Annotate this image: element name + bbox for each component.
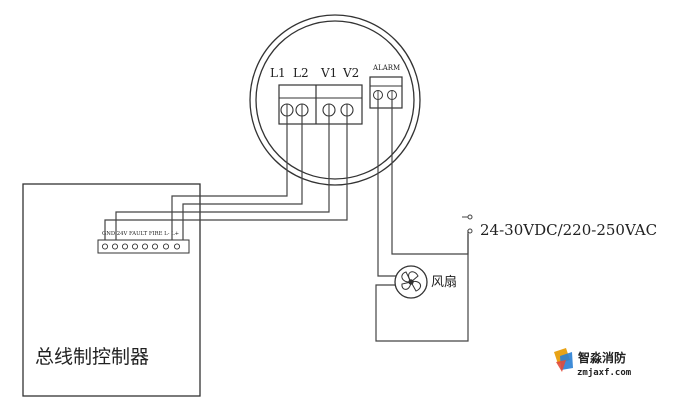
terminal-label-l1: L1 [270, 66, 286, 80]
fan-label: 风扇 [431, 274, 457, 290]
terminal-label-v2: V2 [342, 66, 359, 80]
terminal-label-l2: L2 [293, 66, 309, 80]
alarm-wiring [375, 99, 469, 342]
wire-v1 [115, 116, 330, 240]
power-supply-label: 24-30VDC/220-250VAC [480, 221, 657, 239]
bus-controller: GND 24V FAULT FIRE L- L+ 总线制控制器 [22, 183, 201, 397]
watermark: 智淼消防 zmjaxf.com [554, 348, 632, 378]
detector-terminal-block [278, 84, 363, 125]
power-supply: 24-30VDC/220-250VAC [462, 214, 657, 239]
controller-terminal-labels: GND 24V FAULT FIRE L- L+ [102, 231, 179, 237]
wire-alarm-to-fan [377, 99, 396, 277]
watermark-url: zmjaxf.com [577, 367, 632, 378]
power-terminal-2 [467, 228, 473, 234]
terminal-label-v1: V1 [320, 66, 337, 80]
wire-alarm-to-power [391, 99, 469, 255]
fan: 风扇 [394, 265, 457, 299]
controller-label: 总线制控制器 [35, 346, 149, 368]
alarm-label: ALARM [372, 64, 400, 72]
power-terminal-1 [467, 214, 473, 220]
wire-v2 [104, 116, 348, 240]
bus-wires [104, 116, 348, 240]
alarm-terminal-block [369, 76, 403, 109]
controller-terminal-strip [97, 239, 190, 254]
detector: L1 L2 V1 V2 ALARM [249, 14, 421, 186]
wire-fan-return [375, 230, 469, 342]
watermark-logo-icon [554, 348, 573, 372]
wire-l1 [171, 116, 288, 240]
wire-l2 [182, 116, 303, 240]
controller-box [22, 183, 201, 397]
detector-housing-outer [249, 14, 421, 186]
watermark-name: 智淼消防 [577, 350, 626, 365]
detector-housing-inner [255, 20, 415, 180]
